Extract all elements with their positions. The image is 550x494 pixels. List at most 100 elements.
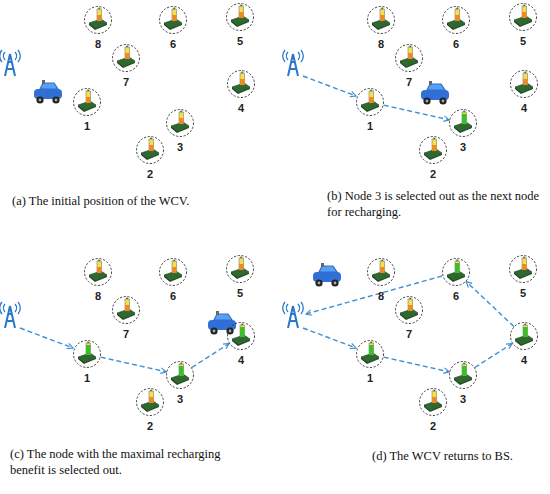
sensor-icon — [508, 2, 538, 32]
sensor-node: 8 — [366, 257, 396, 287]
sensor-node: 6 — [158, 257, 188, 287]
node-number: 7 — [384, 328, 434, 340]
sensor-node: 2 — [418, 135, 448, 165]
node-number: 7 — [384, 76, 434, 88]
sensor-node: 8 — [83, 257, 113, 287]
sensor-node: 3 — [165, 108, 195, 138]
node-number: 4 — [216, 102, 266, 114]
node-number: 1 — [62, 120, 112, 132]
node-number: 6 — [431, 38, 481, 50]
sensor-icon — [394, 295, 424, 325]
node-number: 5 — [215, 35, 265, 47]
sensor-node: 8 — [366, 5, 396, 35]
sensor-icon — [83, 257, 113, 287]
sensor-node: 7 — [111, 295, 141, 325]
sensor-node: 1 — [72, 87, 102, 117]
sensor-node: 1 — [72, 339, 102, 369]
route-arrow — [192, 344, 229, 368]
node-number: 6 — [148, 38, 198, 50]
sensor-node: 4 — [509, 69, 539, 99]
route-arrow — [384, 105, 450, 120]
node-number: 5 — [498, 287, 548, 299]
node-number: 1 — [345, 372, 395, 384]
node-number: 6 — [431, 290, 481, 302]
node-number: 2 — [125, 420, 175, 432]
sensor-icon — [508, 254, 538, 284]
sensor-icon — [366, 257, 396, 287]
sensor-node: 2 — [135, 387, 165, 417]
sensor-icon — [226, 321, 256, 351]
sensor-node: 3 — [448, 360, 478, 390]
node-number: 1 — [345, 120, 395, 132]
sensor-icon — [441, 257, 471, 287]
sensor-node: 5 — [225, 2, 255, 32]
panel-caption: (b) Node 3 is selected out as the next n… — [327, 188, 542, 220]
sensor-node: 5 — [508, 2, 538, 32]
sensor-node: 6 — [158, 5, 188, 35]
sensor-node: 4 — [226, 69, 256, 99]
node-number: 4 — [499, 102, 549, 114]
sensor-icon — [165, 360, 195, 390]
node-number: 7 — [101, 76, 151, 88]
sensor-node: 7 — [394, 43, 424, 73]
sensor-node: 4 — [509, 321, 539, 351]
sensor-node: 5 — [508, 254, 538, 284]
panel-caption: (d) The WCV returns to BS. — [372, 448, 542, 464]
route-arrow — [101, 357, 167, 372]
node-number: 4 — [216, 354, 266, 366]
node-number: 8 — [73, 290, 123, 302]
sensor-icon — [366, 5, 396, 35]
node-number: 2 — [408, 168, 458, 180]
node-number: 3 — [438, 141, 488, 153]
route-arrow — [384, 357, 450, 372]
route-arrow — [466, 282, 514, 327]
sensor-icon — [72, 339, 102, 369]
sensor-node: 1 — [355, 339, 385, 369]
sensor-node: 7 — [394, 295, 424, 325]
sensor-node: 6 — [441, 5, 471, 35]
sensor-icon — [135, 387, 165, 417]
sensor-node: 6 — [441, 257, 471, 287]
node-number: 6 — [148, 290, 198, 302]
sensor-node: 2 — [418, 387, 448, 417]
sensor-icon — [509, 69, 539, 99]
node-number: 5 — [215, 287, 265, 299]
sensor-icon — [72, 87, 102, 117]
sensor-icon — [418, 135, 448, 165]
sensor-icon — [135, 135, 165, 165]
sensor-icon — [83, 5, 113, 35]
sensor-node: 4 — [226, 321, 256, 351]
sensor-icon — [225, 254, 255, 284]
sensor-node: 2 — [135, 135, 165, 165]
sensor-icon — [509, 321, 539, 351]
node-number: 8 — [73, 38, 123, 50]
node-number: 3 — [155, 141, 205, 153]
sensor-icon — [448, 360, 478, 390]
base-station — [0, 50, 303, 328]
node-number: 8 — [356, 290, 406, 302]
sensor-node: 7 — [111, 43, 141, 73]
sensor-icon — [225, 2, 255, 32]
sensor-node: 3 — [165, 360, 195, 390]
sensor-icon — [158, 257, 188, 287]
sensor-node: 8 — [83, 5, 113, 35]
panel-caption: (a) The initial position of the WCV. — [12, 193, 274, 209]
sensor-icon — [441, 5, 471, 35]
sensor-node: 1 — [355, 87, 385, 117]
sensor-icon — [111, 295, 141, 325]
node-number: 5 — [498, 35, 548, 47]
sensor-icon — [111, 43, 141, 73]
node-number: 2 — [408, 420, 458, 432]
node-number: 4 — [499, 354, 549, 366]
sensor-icon — [394, 43, 424, 73]
sensor-icon — [158, 5, 188, 35]
sensor-icon — [355, 87, 385, 117]
sensor-icon — [418, 387, 448, 417]
sensor-icon — [226, 69, 256, 99]
sensor-icon — [448, 108, 478, 138]
sensor-icon — [355, 339, 385, 369]
sensor-node: 5 — [225, 254, 255, 284]
node-number: 8 — [356, 38, 406, 50]
